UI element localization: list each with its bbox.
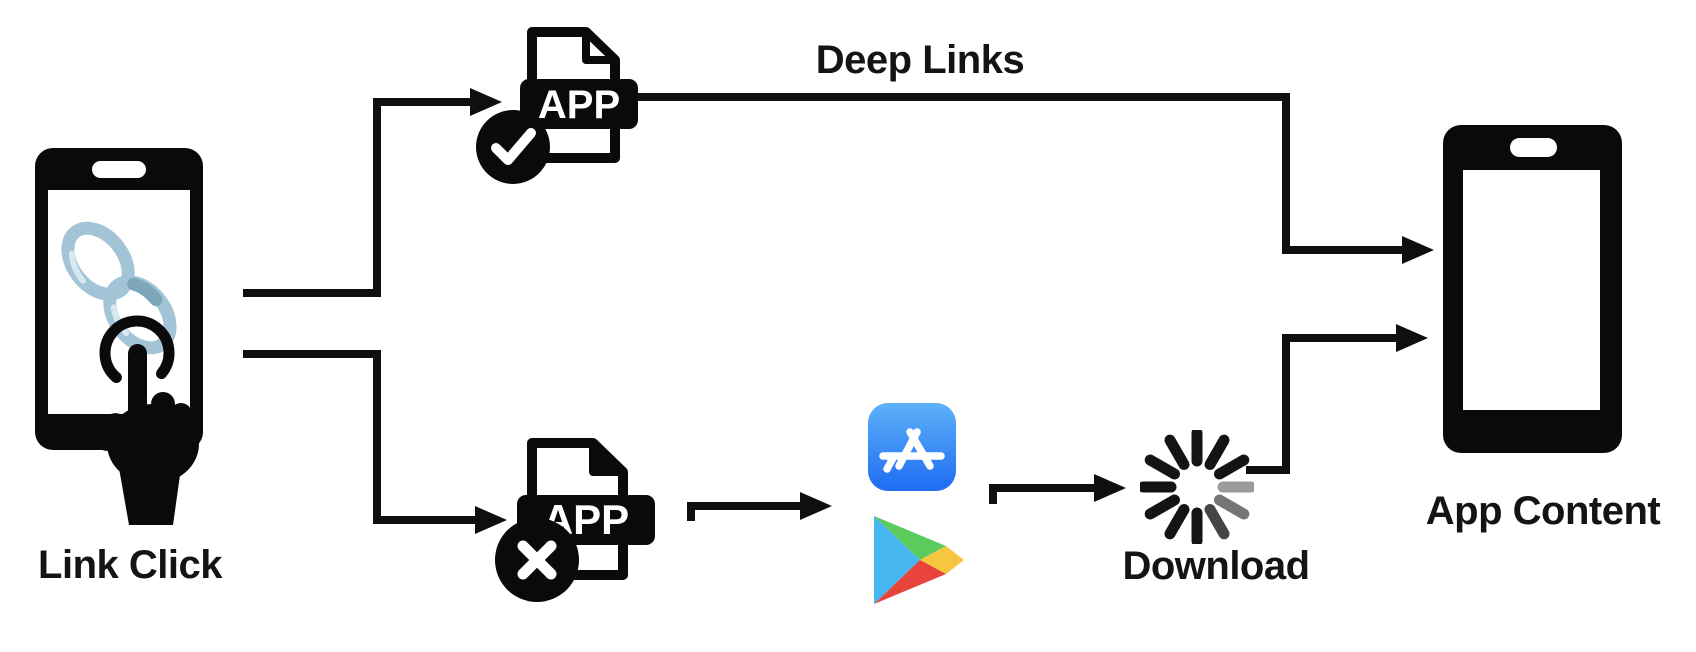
source-phone-icon [35,148,203,525]
arrowhead [475,506,507,534]
arrowhead [800,492,832,520]
app-store-icon [868,403,956,491]
arrowhead [1094,474,1126,502]
target-phone-speaker [1510,138,1557,157]
folded-corner [589,439,627,476]
check-icon [491,128,536,165]
app-file-text: APP [538,83,620,127]
arrow-appcross-to-stores [687,492,832,521]
arrow-linkclick-to-appcheck [243,88,502,297]
google-play-icon [868,512,970,608]
cross-icon [517,540,557,580]
folded-corner [582,28,619,64]
app-content-label: App Content [1425,489,1661,533]
download-label: Download [1122,544,1310,588]
app-file-check-icon: APP [470,22,642,190]
arrowhead [1402,236,1434,264]
target-phone-icon [1443,125,1622,453]
arrow-deeplinks-to-appcontent [625,93,1434,264]
link-tap-illustration [61,221,202,525]
target-phone-screen [1463,170,1600,410]
loading-spinner-icon [1137,427,1257,547]
arrow-download-to-appcontent [1246,324,1428,474]
link-click-label: Link Click [38,543,222,587]
arrowhead [1396,324,1428,352]
deep-links-label: Deep Links [815,38,1025,82]
tap-circle-icon [99,315,175,383]
arrow-stores-to-download [989,474,1126,504]
source-phone-speaker [92,161,146,178]
arrow-linkclick-to-appcross [243,350,507,534]
pointing-hand-icon [95,344,202,525]
arrowhead [470,88,502,116]
app-file-cross-icon: APP [480,432,660,610]
